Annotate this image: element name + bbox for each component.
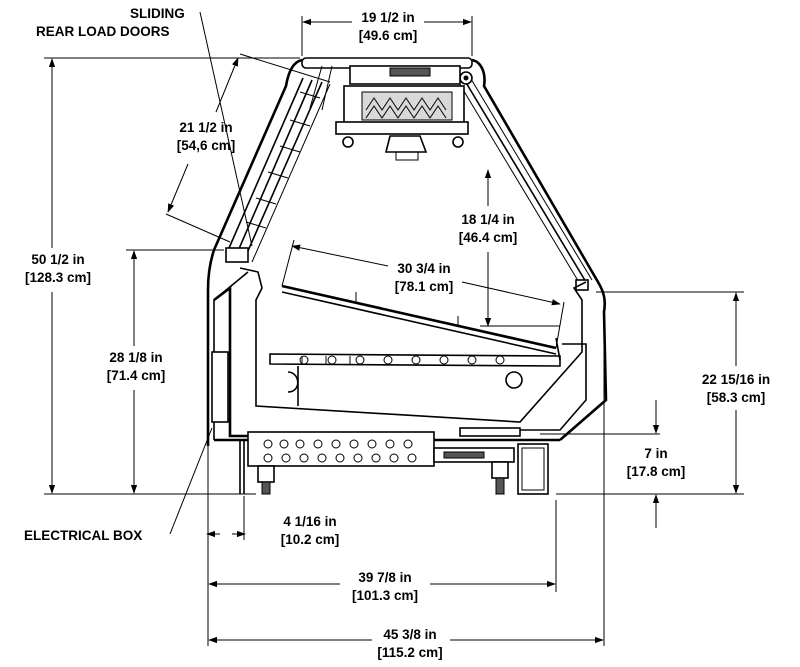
overall-height-metric: [128.3 cm] (25, 270, 91, 285)
case-body (206, 57, 608, 495)
rear-lower-wall (213, 285, 256, 438)
counter-height-metric: [71.4 cm] (107, 368, 166, 383)
box-offset-imperial: 4 1/16 in (283, 514, 336, 529)
sloped-deck (281, 284, 561, 361)
counter-height-imperial: 28 1/8 in (109, 350, 162, 365)
dimension-texts: 19 1/2 in [49.6 cm] 21 1/2 in [54,6 cm] … (25, 10, 770, 660)
electrical-box-label: ELECTRICAL BOX (24, 528, 142, 543)
front-glass (455, 71, 593, 291)
base-height-imperial: 7 in (644, 446, 667, 461)
base-depth-imperial: 39 7/8 in (358, 570, 411, 585)
front-height-metric: [58.3 cm] (707, 390, 766, 405)
canopy-front (471, 58, 608, 441)
overall-depth-imperial: 45 3/8 in (383, 627, 436, 642)
shelf-clearance-imperial: 18 1/4 in (461, 212, 514, 227)
top-width-imperial: 19 1/2 in (361, 10, 414, 25)
interior-rear-panel (239, 267, 587, 423)
sliding-doors-label-line1: SLIDING (130, 6, 185, 21)
top-width-metric: [49.6 cm] (359, 28, 418, 43)
deck-depth-imperial: 30 3/4 in (397, 261, 450, 276)
callout-labels: SLIDING REAR LOAD DOORS ELECTRICAL BOX (24, 6, 185, 543)
electrical-box (211, 351, 229, 423)
base-frame (214, 427, 560, 495)
deck-depth-metric: [78.1 cm] (395, 279, 454, 294)
top-coil-unit (309, 65, 469, 161)
overall-depth-metric: [115.2 cm] (377, 645, 442, 660)
sliding-doors-label-line2: REAR LOAD DOORS (36, 24, 170, 39)
rear-sliding-doors (225, 77, 331, 263)
base-depth-metric: [101.3 cm] (352, 588, 418, 603)
dimension-lines (44, 11, 744, 646)
shelf-clearance-metric: [46.4 cm] (459, 230, 518, 245)
front-height-imperial: 22 15/16 in (702, 372, 770, 387)
door-length-imperial: 21 1/2 in (179, 120, 232, 135)
lower-deck (269, 343, 587, 431)
box-offset-metric: [10.2 cm] (281, 532, 340, 547)
base-height-metric: [17.8 cm] (627, 464, 686, 479)
overall-height-imperial: 50 1/2 in (31, 252, 84, 267)
door-length-metric: [54,6 cm] (177, 138, 236, 153)
